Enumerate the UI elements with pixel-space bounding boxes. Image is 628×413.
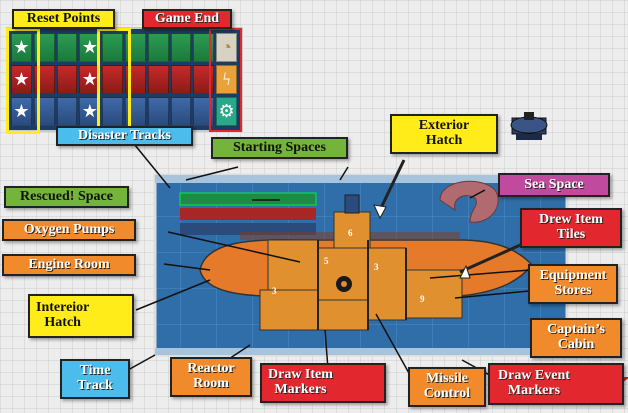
room-number: 6 [348,228,353,238]
label-draw-item-markers: Draw Item Markers [260,363,386,403]
room-number: 3 [272,286,277,296]
label-interior-hatch: Intereior Hatch [28,294,134,338]
reactor-room [260,290,318,330]
label-engine-room: Engine Room [2,254,136,276]
label-starting-spaces: Starting Spaces [211,137,348,159]
label-disaster-tracks: Disaster Tracks [56,126,193,146]
label-game-end: Game End [142,9,232,29]
room-number: 3 [374,262,379,272]
label-oxygen-pumps: Oxygen Pumps [2,219,136,241]
label-rescued-space: Rescued! Space [4,186,129,208]
exterior-hatch-icon [511,112,547,140]
label-reset-points: Reset Points [12,9,115,29]
label-exterior-hatch: Exterior Hatch [390,114,498,154]
room-number: 5 [324,256,329,266]
room-number: 9 [420,294,425,304]
label-draw-event-markers: Draw Event Markers [488,363,624,405]
label-captains-cabin: Captain’s Cabin [530,318,622,358]
label-equipment-stores: Equipment Stores [528,264,618,304]
label-sea-space: Sea Space [498,173,610,197]
missile-area [368,248,406,320]
label-time-track: Time Track [60,359,130,399]
label-drew-item-tiles: Drew Item Tiles [520,208,622,248]
label-missile-control: Missile Control [408,367,486,407]
label-reactor-room: Reactor Room [170,357,252,397]
